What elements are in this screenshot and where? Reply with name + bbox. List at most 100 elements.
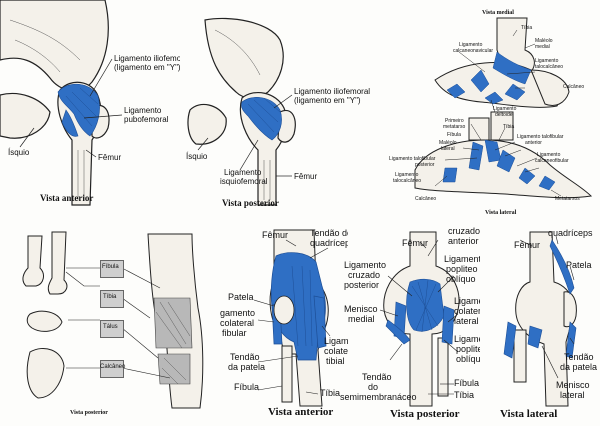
foot-drawing	[414, 17, 593, 199]
label-deltoide-1: Ligamento	[493, 106, 517, 112]
label-cruzado-posterior-2: cruzado	[348, 270, 381, 280]
label-talofibular-anterior-1: Ligamento talofibular	[517, 134, 564, 140]
label-isquio: Ísquio	[186, 152, 208, 161]
label-iliofemoral-y: (ligamento em "Y")	[294, 96, 361, 105]
label-isquiofemoral-1: Ligamento	[224, 168, 262, 177]
label-popliteo-obliquo-1: Ligamento	[444, 254, 480, 264]
label-metatarsos: Metatarsos	[555, 196, 580, 202]
label-primeiro-metatarso-2: metatarso	[443, 124, 466, 130]
ankle-drawing	[22, 231, 204, 409]
foot-panel: Vista medial Tíbia Maléolo medial Ligame…	[385, 0, 600, 222]
label-colateral-fibular-3: fibular	[222, 328, 247, 338]
label-tendao-patela-1: Tendão	[230, 352, 260, 362]
label-calcaneo-lat: Calcâneo	[415, 196, 437, 202]
label-patela: Patela	[566, 260, 592, 270]
label-tibia: Tíbia	[320, 388, 341, 398]
label-tendao-patela-2: da patela	[560, 362, 598, 372]
box-talus	[100, 320, 124, 338]
label-cruzado-posterior-1: Ligamento	[344, 260, 387, 270]
label-tibia: Tíbia	[454, 390, 475, 400]
label-tendao-patela-1: Tendão	[564, 352, 594, 362]
label-talocalcaneo-lat-2: talocalcâneo	[393, 178, 422, 184]
knee-anterior-drawing	[253, 229, 331, 407]
label-tibia-mid: Tíbia	[503, 124, 515, 130]
label-colateral-tibial-3: tibial	[326, 356, 345, 366]
label-quadriceps-1: Tendão do	[310, 228, 348, 238]
caption-knee-anterior: Vista anterior	[268, 406, 334, 418]
label-colateral-lateral-3: lateral	[454, 316, 479, 326]
caption-hip-anterior: Vista anterior	[40, 193, 94, 203]
caption-knee-lateral: Vista lateral	[500, 408, 558, 420]
label-popliteo-obliquo2-2: popliteo	[456, 344, 480, 354]
label-menisco-lateral-2: lateral	[560, 390, 585, 400]
hip-anterior-panel: Ligamento iliofemoral (ligamento em "Y")…	[0, 0, 180, 215]
label-calcaneonavicular-2: calcaneonavicular	[453, 48, 494, 54]
label-iliofemoral: Ligamento iliofemoral	[114, 54, 180, 63]
label-cruzado-anterior-1: cruzado	[448, 226, 480, 236]
label-menisco-medial-2: medial	[348, 314, 375, 324]
label-menisco-lateral-1: Menisco	[556, 380, 590, 390]
label-semimembranaceo-2: do	[368, 382, 379, 392]
label-tibia-top: Tíbia	[521, 25, 533, 31]
knee-lateral-drawing	[503, 231, 577, 407]
label-femur: Fêmur	[514, 240, 541, 250]
label-fibula: Fíbula	[234, 382, 260, 392]
label-fibula: Fíbula	[447, 132, 461, 138]
label-fibula: Fíbula	[454, 378, 480, 388]
label-box-fibula: Fíbula	[102, 264, 119, 270]
label-cruzado-anterior-2: anterior	[448, 236, 479, 246]
label-talocalcaneo-1: Ligamento	[535, 58, 559, 64]
ankle-panel: Fíbula Tíbia Tálus Calcâneo Vista poster…	[0, 228, 218, 426]
label-colateral-tibial-2: colateral	[324, 346, 348, 356]
label-maleolo-lateral-1: Maléolo	[439, 140, 457, 146]
label-talofibular-posterior-1: Ligamento talofibular	[389, 156, 436, 162]
label-quadriceps-2: quadríceps	[310, 238, 348, 248]
label-deltoide-2: deltoide	[495, 112, 513, 118]
caption-foot-lateral: Vista lateral	[485, 210, 517, 216]
label-femur: Fêmur	[402, 238, 429, 248]
label-colateral-lateral-2: colateral	[454, 306, 480, 316]
hip-posterior-panel: Ligamento iliofemoral (ligamento em "Y")…	[180, 0, 380, 215]
label-isquiofemoral-2: isquiofemoral	[220, 177, 268, 186]
label-box-calcaneo: Calcâneo	[100, 364, 126, 370]
label-calcaneo: Calcâneo	[563, 84, 585, 90]
box-tibia	[100, 290, 124, 308]
hip-anterior-drawing	[0, 0, 123, 206]
knee-lateral-panel: Fêmur quadríceps Patela Tendão da patela…	[480, 226, 600, 426]
knee-anterior-panel: Fêmur Tendão do quadríceps Patela gament…	[218, 226, 348, 426]
label-popliteo-obliquo-3: oblíquo	[446, 274, 476, 284]
label-colateral-tibial-1: Ligamento	[324, 336, 348, 346]
label-isquio: Ísquio	[8, 148, 30, 157]
label-femur: Fêmur	[262, 230, 289, 240]
label-calcaneofibular-2: calcaneofibular	[535, 158, 569, 164]
label-calcaneofibular-1: Ligamento	[537, 152, 561, 158]
label-box-talus: Tálus	[103, 324, 118, 330]
label-talocalcaneo-2: talocalcâneo	[535, 64, 564, 70]
label-calcaneonavicular-1: Ligamento	[459, 42, 483, 48]
label-maleolo-lateral-2: lateral	[441, 146, 455, 152]
box-calcaneo	[100, 360, 124, 378]
label-popliteo-obliquo2-3: oblíquo	[456, 354, 480, 364]
caption-foot-medial: Vista medial	[482, 10, 514, 16]
label-maleolo-medial-2: medial	[535, 44, 550, 50]
knee-posterior-panel: Fêmur cruzado anterior Ligamento cruzado…	[340, 226, 480, 426]
caption-hip-posterior: Vista posterior	[222, 198, 279, 208]
label-tendao-patela-2: da patela	[228, 362, 266, 372]
caption-ankle-posterior: Vista posterior	[70, 410, 108, 416]
label-primeiro-metatarso-1: Primeiro	[445, 118, 464, 124]
label-talofibular-anterior-2: anterior	[525, 140, 542, 146]
label-colateral-fibular-1: gamento	[220, 308, 256, 318]
label-talofibular-posterior-2: posterior	[415, 162, 435, 168]
label-menisco-medial-1: Menisco	[344, 304, 378, 314]
label-iliofemoral: Ligamento iliofemoral	[294, 87, 371, 96]
label-pubofemoral-2: pubofemoral	[124, 115, 169, 124]
label-patela: Patela	[228, 292, 254, 302]
label-semimembranaceo-3: semimembranáceo	[340, 392, 417, 402]
label-cruzado-posterior-3: posterior	[344, 280, 380, 290]
label-colateral-lateral-1: Ligamento	[454, 296, 480, 306]
box-fibula	[100, 260, 124, 278]
hip-posterior-drawing	[187, 17, 296, 206]
label-semimembranaceo-1: Tendão	[362, 372, 392, 382]
label-talocalcaneo-lat-1: Ligamento	[395, 172, 419, 178]
